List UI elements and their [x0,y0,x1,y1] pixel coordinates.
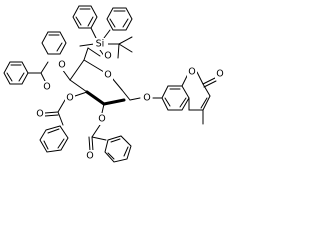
ester-carbonyl-c4-label: O [43,82,50,93]
ester-oxygen-c3-label: O [66,93,73,104]
chemical-structure-diagram: Si O O O O O O O O O O O [3,5,226,163]
atom-label-ester-oxygen-c3: O [65,92,75,104]
bond-ph2-si [103,29,111,39]
atom-label-silyl-ether-oxygen: O [103,50,113,62]
phenyl-ring-silyl-right [106,7,133,31]
lactone-carbonyl-oxygen-label: O [216,69,223,80]
silicon-atom-label: Si [96,39,105,50]
bond-c4-co-ester [40,61,49,74]
atom-label-ester-oxygen-c2: O [97,113,107,125]
bond-c2-o [101,103,105,114]
atom-label-ring-oxygen: O [103,69,113,81]
atom-label-ester-carbonyl-c4: O [42,81,52,93]
atom-label-glycosidic-oxygen: O [141,92,152,104]
coumarin-benzo-ring [161,85,190,111]
atom-label-lactone-carbonyl-oxygen: O [215,68,226,80]
ester-carbonyl-c2-label: O [86,151,93,162]
bond-c3-co-double-2 [44,114,59,117]
phenyl-ring-benzoyl-c3 [39,125,69,153]
bond-c3-co-ph [57,111,64,126]
coumarin-pyranone-ring [181,71,211,111]
pyranose-ring [69,59,131,106]
bond-c1-o-glycosidic [129,97,141,101]
ring-oxygen-label: O [104,70,111,81]
atom-label-lactone-ring-oxygen: O [187,66,197,78]
bond-c2-co-ph [91,136,107,141]
bond-c3-ester-carbonyl [57,99,66,113]
atom-label-ester-oxygen-c4: O [57,59,67,71]
bond-c2-co-double [91,136,94,152]
atom-label-ester-carbonyl-c2: O [85,150,95,162]
glycosidic-oxygen-label: O [143,93,150,104]
phenyl-ring-benzoyl-c2 [104,135,132,163]
phenyl-ring-benzoyl-c4-upper [41,31,67,55]
bond-si-ch2 [79,43,95,47]
lactone-ring-oxygen-label: O [188,67,195,78]
ester-carbonyl-c3-label: O [36,109,43,120]
ester-oxygen-c4-label: O [58,60,65,71]
ester-oxygen-c2-label: O [98,114,105,125]
bond-ch2-o-si [87,47,101,57]
bond-ph1-si [90,27,97,39]
bond-c3-o [74,91,88,97]
bond-c5-ch2 [83,47,89,61]
bond-lactone-carbonyl [202,77,216,85]
phenyl-ring-benzoyl-c4 [3,61,29,85]
bond-lactone-carbonyl-2 [203,80,217,88]
silyl-ether-oxygen-label: O [104,51,111,62]
atom-label-ester-carbonyl-c3: O [35,108,45,120]
bond-c2-ester-carbonyl [91,124,101,138]
bond-c3-co-double [44,111,59,114]
bond-c2-co-double-2 [88,136,91,152]
tert-butyl-group [105,36,133,59]
phenyl-ring-silyl-left [72,5,98,29]
atom-label-silicon: Si [93,38,108,50]
